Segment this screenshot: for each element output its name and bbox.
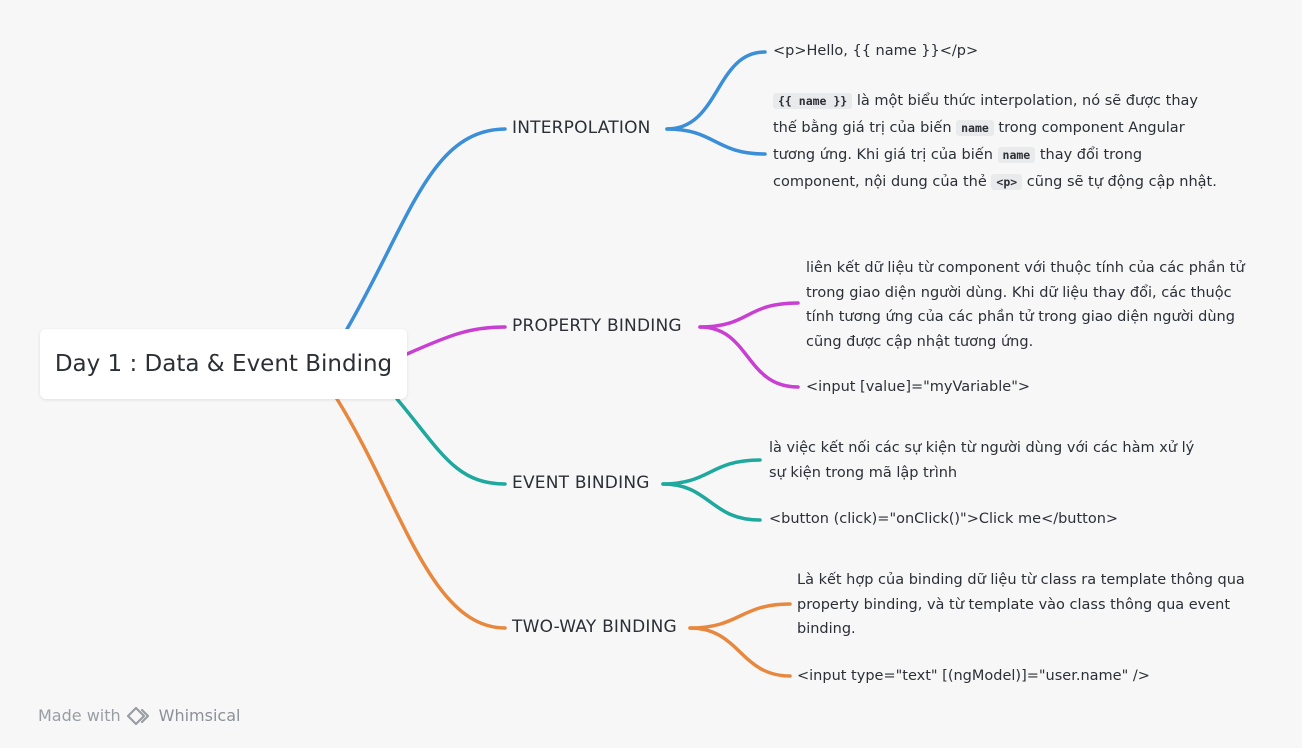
branch-interpolation[interactable]: INTERPOLATION bbox=[512, 118, 651, 138]
connector-interpolation-leaf-2 bbox=[665, 127, 767, 156]
description-text: trong component Angular tương ứng. Khi g… bbox=[773, 120, 1185, 163]
interpolation-description-leaf[interactable]: {{ name }} là một biểu thức interpolatio… bbox=[773, 88, 1223, 196]
description-text: cũng sẽ tự động cập nhật. bbox=[1022, 174, 1217, 190]
connector-property-binding-leaf-2 bbox=[698, 325, 800, 389]
two-way-binding-example-leaf[interactable]: <input type="text" [(ngModel)]="user.nam… bbox=[797, 668, 1150, 684]
connector-root-two-way-binding bbox=[335, 397, 507, 630]
interpolation-example-leaf[interactable]: <p>Hello, {{ name }}</p> bbox=[773, 43, 979, 59]
property-binding-description-leaf[interactable]: liên kết dữ liệu từ component với thuộc … bbox=[806, 260, 1245, 350]
root-node-label: Day 1 : Data & Event Binding bbox=[54, 351, 393, 377]
connector-two-way-binding-leaf-1 bbox=[688, 602, 792, 630]
property-binding-example-leaf[interactable]: <input [value]="myVariable"> bbox=[806, 379, 1031, 395]
property-binding-connectors bbox=[405, 301, 800, 389]
event-binding-connectors bbox=[395, 397, 762, 522]
made-with-whimsical-badge[interactable]: Made with Whimsical bbox=[38, 706, 240, 725]
inline-code: {{ name }} bbox=[773, 93, 853, 109]
inline-code: <p> bbox=[991, 174, 1023, 190]
connector-property-binding-leaf-1 bbox=[698, 301, 800, 329]
description-text: thay đổi trong component, nội dung của t… bbox=[773, 147, 1143, 190]
two-way-binding-connectors bbox=[335, 397, 792, 678]
event-binding-description-leaf[interactable]: là việc kết nối các sự kiện từ người dùn… bbox=[769, 440, 1195, 481]
inline-code: name bbox=[956, 120, 994, 136]
connector-interpolation-leaf-1 bbox=[665, 50, 767, 131]
connector-two-way-binding-leaf-2 bbox=[688, 626, 792, 678]
branch-event-binding[interactable]: EVENT BINDING bbox=[512, 473, 650, 493]
branch-two-way-binding[interactable]: TWO-WAY BINDING bbox=[512, 617, 677, 637]
inline-code: name bbox=[997, 147, 1036, 163]
connector-event-binding-leaf-1 bbox=[661, 458, 762, 486]
description-text: là một biểu thức interpolation, nó sẽ đư… bbox=[773, 93, 1198, 136]
two-way-binding-description-leaf[interactable]: Là kết hợp của binding dữ liệu từ class … bbox=[797, 572, 1245, 637]
connector-root-interpolation bbox=[345, 127, 507, 331]
connector-root-property-binding bbox=[405, 325, 507, 356]
footer-prefix: Made with bbox=[38, 706, 121, 725]
connector-event-binding-leaf-2 bbox=[661, 482, 762, 522]
root-node[interactable]: Day 1 : Data & Event Binding bbox=[40, 329, 407, 399]
whimsical-logo-icon bbox=[126, 706, 153, 725]
interpolation-connectors bbox=[345, 50, 767, 331]
footer-brand: Whimsical bbox=[158, 706, 241, 725]
connector-root-event-binding bbox=[395, 397, 507, 486]
branch-property-binding[interactable]: PROPERTY BINDING bbox=[512, 316, 682, 336]
event-binding-example-leaf[interactable]: <button (click)="onClick()">Click me</bu… bbox=[769, 511, 1119, 527]
